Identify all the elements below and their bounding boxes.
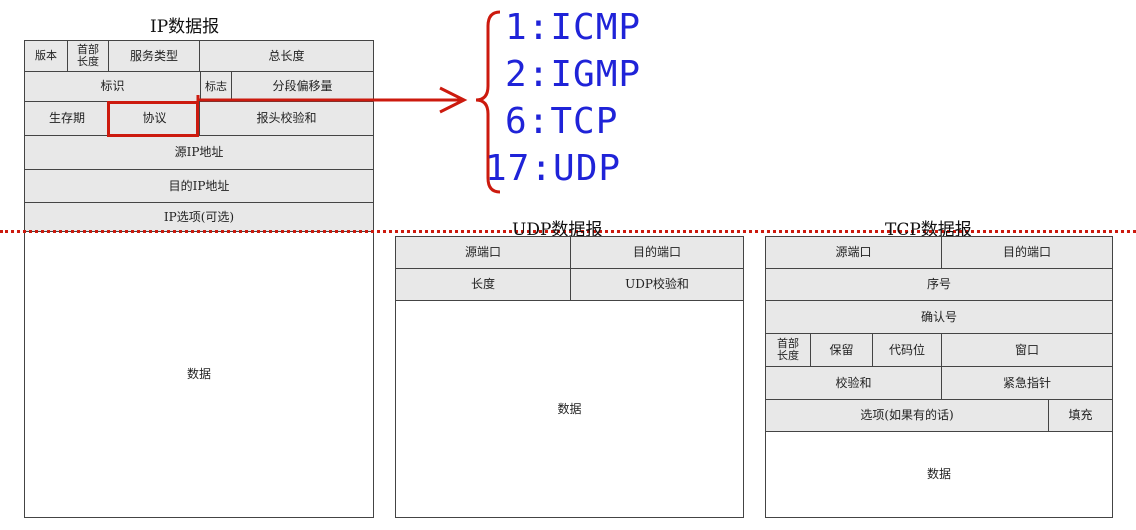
ip-flags-field: 标志 xyxy=(200,71,232,102)
tcp-header-length-field: 首部长度 xyxy=(765,333,811,367)
protocol-entry: 17:UDP xyxy=(485,148,622,189)
protocol-entry: 1:ICMP xyxy=(505,7,642,48)
tcp-window-field: 窗口 xyxy=(941,333,1113,367)
ip-header-length-label: 首部长度 xyxy=(77,43,99,68)
tcp-destination-port-field: 目的端口 xyxy=(941,236,1113,269)
ip-datagram-title: IP数据报 xyxy=(150,17,220,37)
tcp-ack-number-field: 确认号 xyxy=(765,300,1113,334)
tcp-sequence-number-field: 序号 xyxy=(765,268,1113,301)
ip-header-length-field: 首部长度 xyxy=(67,40,109,72)
tcp-urgent-pointer-field: 紧急指针 xyxy=(941,366,1113,400)
udp-checksum-field: UDP校验和 xyxy=(570,268,744,301)
ip-total-length-field: 总长度 xyxy=(199,40,374,72)
tcp-checksum-field: 校验和 xyxy=(765,366,942,400)
ip-version-field: 版本 xyxy=(24,40,68,72)
arrow-stem-icon xyxy=(196,95,200,101)
protocol-entry: 6:TCP xyxy=(505,101,619,142)
tcp-datagram-title: TCP数据报 xyxy=(885,220,972,240)
curly-brace-icon xyxy=(475,10,501,194)
tcp-reserved-field: 保留 xyxy=(810,333,873,367)
tcp-data-field: 数据 xyxy=(765,431,1113,518)
tcp-header-length-label: 首部长度 xyxy=(777,337,799,362)
ip-options-field: IP选项(可选) xyxy=(24,202,374,232)
separator-line xyxy=(0,230,1136,233)
ip-destination-address-field: 目的IP地址 xyxy=(24,169,374,203)
ip-identification-field: 标识 xyxy=(24,71,201,102)
udp-data-field: 数据 xyxy=(395,300,744,518)
ip-fragment-offset-field: 分段偏移量 xyxy=(231,71,374,102)
protocol-entry: 2:IGMP xyxy=(505,54,642,95)
tcp-source-port-field: 源端口 xyxy=(765,236,942,269)
tcp-options-field: 选项(如果有的话) xyxy=(765,399,1049,432)
udp-datagram-title: UDP数据报 xyxy=(512,220,603,240)
ip-data-field: 数据 xyxy=(24,231,374,518)
tcp-code-bits-field: 代码位 xyxy=(872,333,942,367)
tcp-padding-field: 填充 xyxy=(1048,399,1113,432)
ip-ttl-field: 生存期 xyxy=(24,101,110,136)
protocol-highlight-box xyxy=(107,101,199,137)
udp-source-port-field: 源端口 xyxy=(395,236,571,269)
udp-length-field: 长度 xyxy=(395,268,571,301)
ip-service-type-field: 服务类型 xyxy=(108,40,200,72)
udp-destination-port-field: 目的端口 xyxy=(570,236,744,269)
arrow-icon xyxy=(198,86,468,114)
